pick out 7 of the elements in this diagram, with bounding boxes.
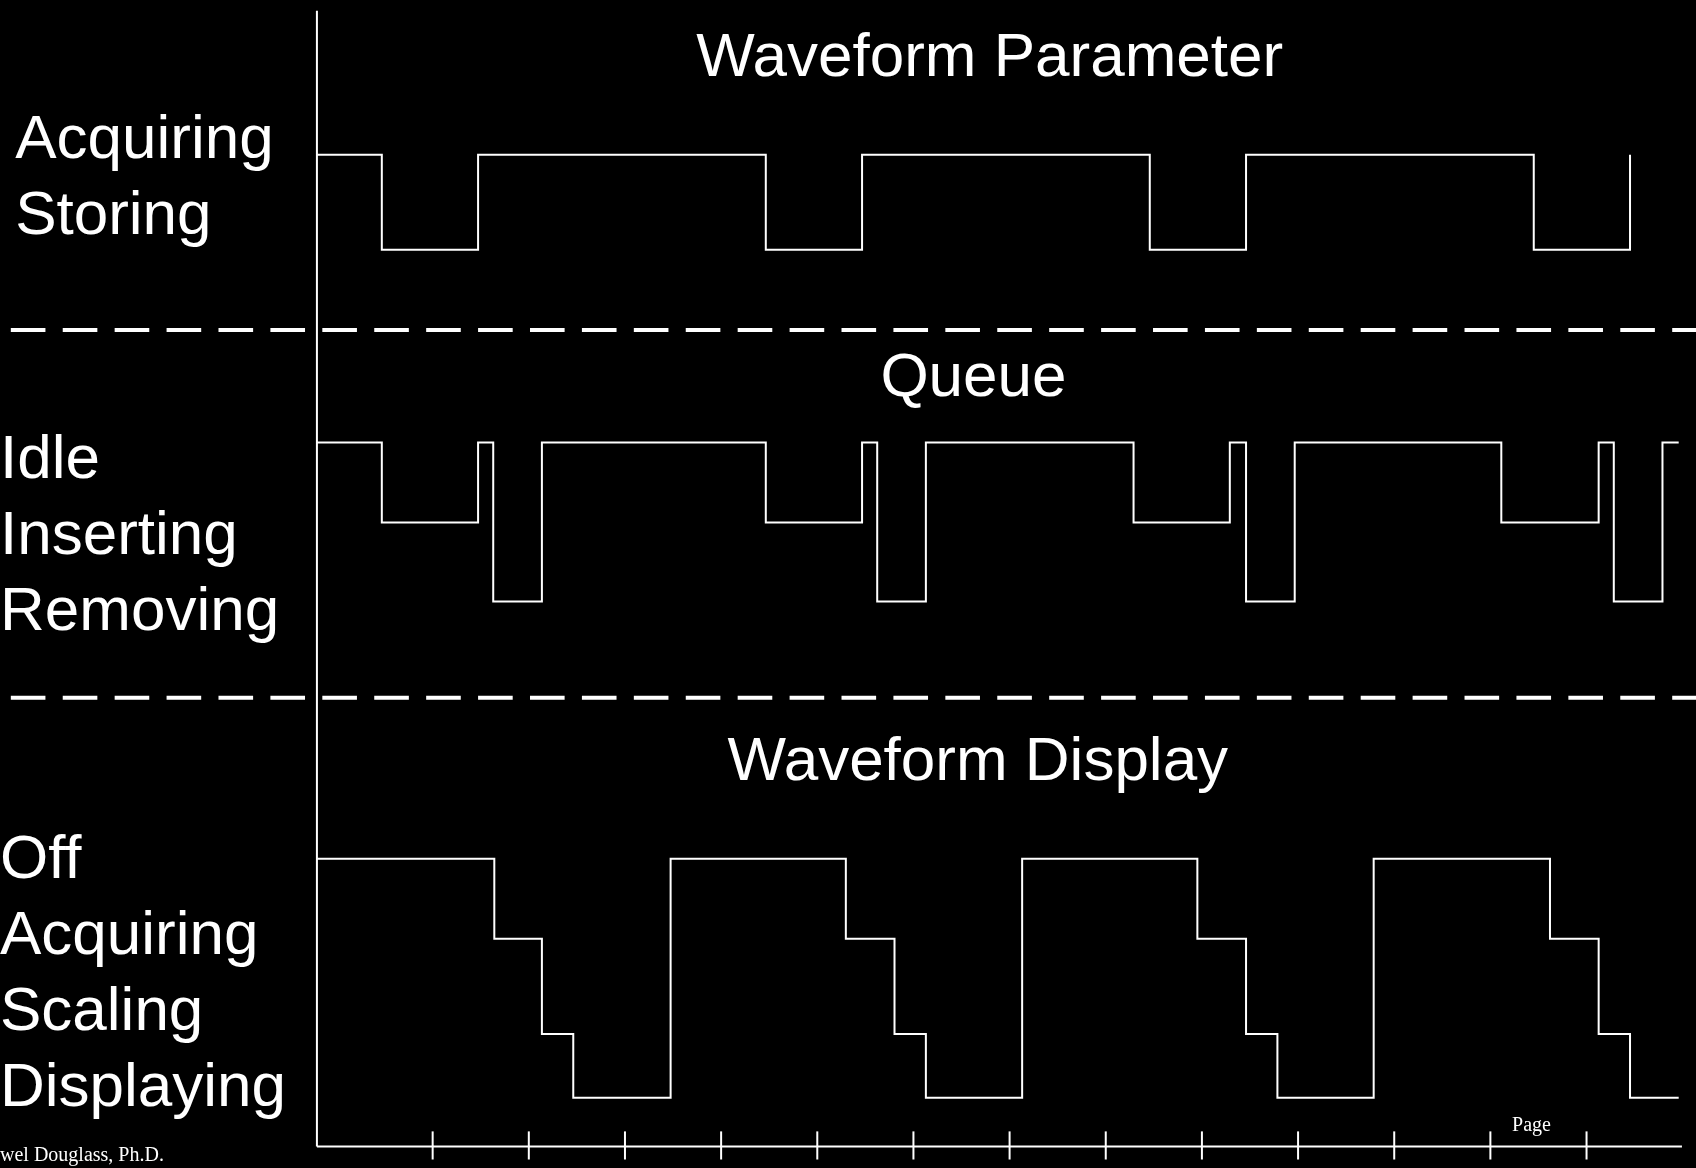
state-label: Acquiring [0, 902, 259, 965]
footer-text: Page [1512, 1114, 1551, 1135]
footer-text: wel Douglass, Ph.D. [0, 1144, 164, 1165]
section-title: Waveform Parameter [696, 23, 1284, 86]
state-label: Idle [0, 426, 100, 489]
section-title: Queue [880, 343, 1067, 406]
state-label: Off [0, 826, 82, 889]
